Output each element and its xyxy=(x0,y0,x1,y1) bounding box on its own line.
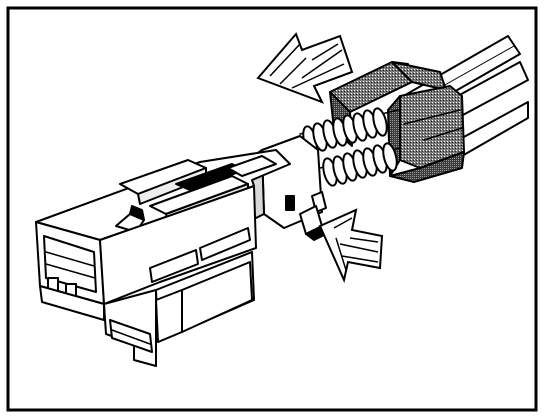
arrow-up-left-icon xyxy=(318,208,384,284)
connector-housing xyxy=(35,149,291,367)
wire-seal-block xyxy=(329,61,465,183)
spring-lower xyxy=(319,142,401,187)
arrow-left-icon xyxy=(256,32,354,104)
